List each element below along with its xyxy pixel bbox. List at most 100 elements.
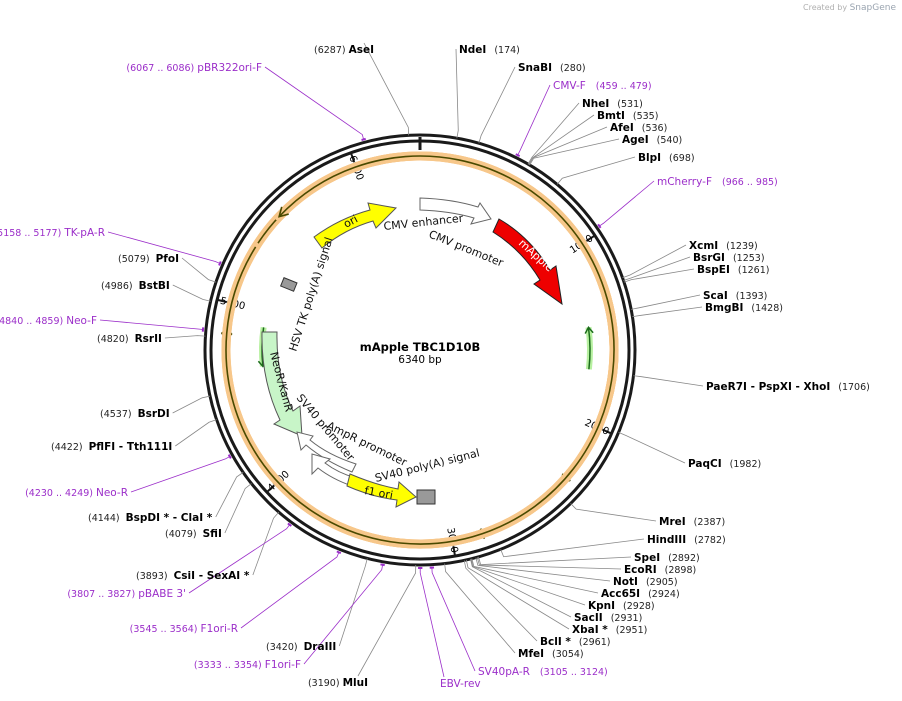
site-name: BspDI * - ClaI *: [126, 512, 213, 524]
site-name: Acc65I: [601, 588, 640, 600]
leader-line: [188, 524, 290, 594]
primer-label: SV40pA-R(3105 .. 3124): [478, 666, 608, 678]
leader-line: [99, 319, 204, 330]
primer-label: EBV-rev: [440, 678, 481, 690]
leader-line: [631, 294, 701, 310]
site-position: (698): [669, 153, 695, 164]
restriction-site: PaqCI(1982): [688, 458, 761, 470]
cmv-enhancer-arrow: [419, 197, 492, 225]
primer-label: (3807 .. 3827) pBABE 3': [67, 588, 186, 600]
site-position: (3190): [308, 678, 343, 689]
leader-line: [476, 557, 622, 570]
ori-label: ori: [341, 212, 360, 230]
site-name: HindIII: [647, 534, 686, 546]
site-leader-lines: [99, 42, 704, 678]
restriction-site: (3420)DraIII: [266, 641, 336, 653]
restriction-site: PaeR7I - PspXI - XhoI (1706): [706, 381, 870, 393]
site-position: (4079): [165, 529, 197, 540]
leader-line: [632, 306, 703, 318]
primer-label: (3333 .. 3354) F1ori-F: [194, 659, 301, 671]
snapgene-logo-text: SnapGene: [849, 3, 896, 13]
leader-line: [431, 567, 476, 672]
restriction-site: ScaI(1393): [703, 290, 767, 302]
leader-line: [529, 138, 620, 166]
primer-position: (459 .. 479): [596, 81, 652, 92]
site-name: EcoRI: [624, 564, 657, 576]
site-position: (4820): [97, 334, 129, 345]
site-position: (2931): [611, 613, 643, 624]
leader-line: [444, 563, 516, 654]
site-position: (6287): [314, 45, 349, 56]
leader-line: [527, 102, 580, 165]
restriction-site: SnaBI(280): [518, 62, 586, 74]
leader-line: [475, 557, 611, 582]
restriction-site: KpnI(2928): [588, 600, 655, 612]
site-name: AgeI: [622, 134, 649, 146]
site-name: MreI: [659, 516, 686, 528]
restriction-site: (3190) MluI: [308, 677, 368, 689]
leader-line: [357, 564, 417, 677]
restriction-site: AfeI(536): [610, 122, 667, 134]
leader-line: [215, 472, 244, 518]
site-position: (4144): [88, 513, 120, 524]
restriction-site: AgeI (540): [622, 134, 682, 146]
leader-line: [478, 556, 632, 566]
primer-marker: [227, 454, 232, 459]
primer-position: (966 .. 985): [722, 177, 778, 188]
site-position: (1982): [730, 459, 762, 470]
site-position: (540): [657, 135, 683, 146]
hsv-tk-polya-label: HSV TK poly(A) signal: [286, 236, 335, 353]
primer-name: CMV-F: [553, 80, 586, 92]
restriction-site: (4144) BspDI * - ClaI *: [88, 512, 213, 524]
site-name: SpeI: [634, 552, 660, 564]
primer-name: Neo-R: [96, 487, 128, 499]
restriction-site: HindIII (2782): [647, 534, 726, 546]
site-position: (1428): [751, 303, 783, 314]
ampr-promoter-arrow: [311, 453, 357, 487]
site-position: (1261): [738, 265, 770, 276]
restriction-site: NdeI(174): [459, 44, 520, 56]
primer-label: (4840 .. 4859) Neo-F: [0, 315, 97, 327]
backbone-outer-ring: [203, 133, 637, 567]
site-position: (3054): [552, 649, 584, 660]
site-name: NdeI: [459, 44, 486, 56]
restriction-site: (6287) AseI: [314, 44, 374, 56]
restriction-site: BlpI (698): [638, 152, 695, 164]
primer-name: Neo-F: [66, 315, 97, 327]
site-position: (2387): [694, 517, 726, 528]
primer-marker: [515, 153, 521, 157]
green-orf-arrowhead: [584, 325, 594, 334]
leader-line: [570, 503, 657, 522]
site-position: (536): [642, 123, 668, 134]
sv40-promoter-arrow: [296, 431, 357, 473]
site-name: BlpI: [638, 152, 661, 164]
site-name: BsrGI: [693, 252, 725, 264]
leader-line: [470, 558, 572, 618]
site-position: (1706): [838, 382, 870, 393]
site-name: SfiI: [203, 528, 222, 540]
plasmid-name: mApple TBC1D10B: [360, 340, 480, 354]
restriction-site: SpeI(2892): [634, 552, 700, 564]
leader-line: [556, 156, 636, 185]
site-position: (1239): [726, 241, 758, 252]
restriction-site: NheI(531): [582, 98, 643, 110]
leader-line: [463, 560, 538, 642]
site-name: PflFI - Tth111I: [89, 441, 173, 453]
site-name: ScaI: [703, 290, 728, 302]
primer-label: CMV-F (459 .. 479): [553, 80, 652, 92]
leader-line: [164, 335, 206, 339]
primer-label: (4230 .. 4249) Neo-R: [25, 487, 128, 499]
leader-line: [599, 180, 655, 227]
hsv-tk-polya-box: [279, 277, 298, 292]
tick-mark: [602, 428, 612, 435]
restriction-site: SacII(2931): [574, 612, 642, 624]
site-name: CsiI - SexAI *: [174, 570, 250, 582]
site-position: (2782): [694, 535, 726, 546]
primer-position: (4230 .. 4249): [25, 488, 96, 499]
site-name: PaeR7I - PspXI - XhoI: [706, 381, 830, 393]
leader-line: [618, 432, 686, 464]
primer-position: (5158 .. 5177): [0, 228, 64, 239]
ori-arrow: [313, 202, 398, 249]
primer-marker: [287, 522, 292, 527]
leader-line: [303, 564, 383, 665]
